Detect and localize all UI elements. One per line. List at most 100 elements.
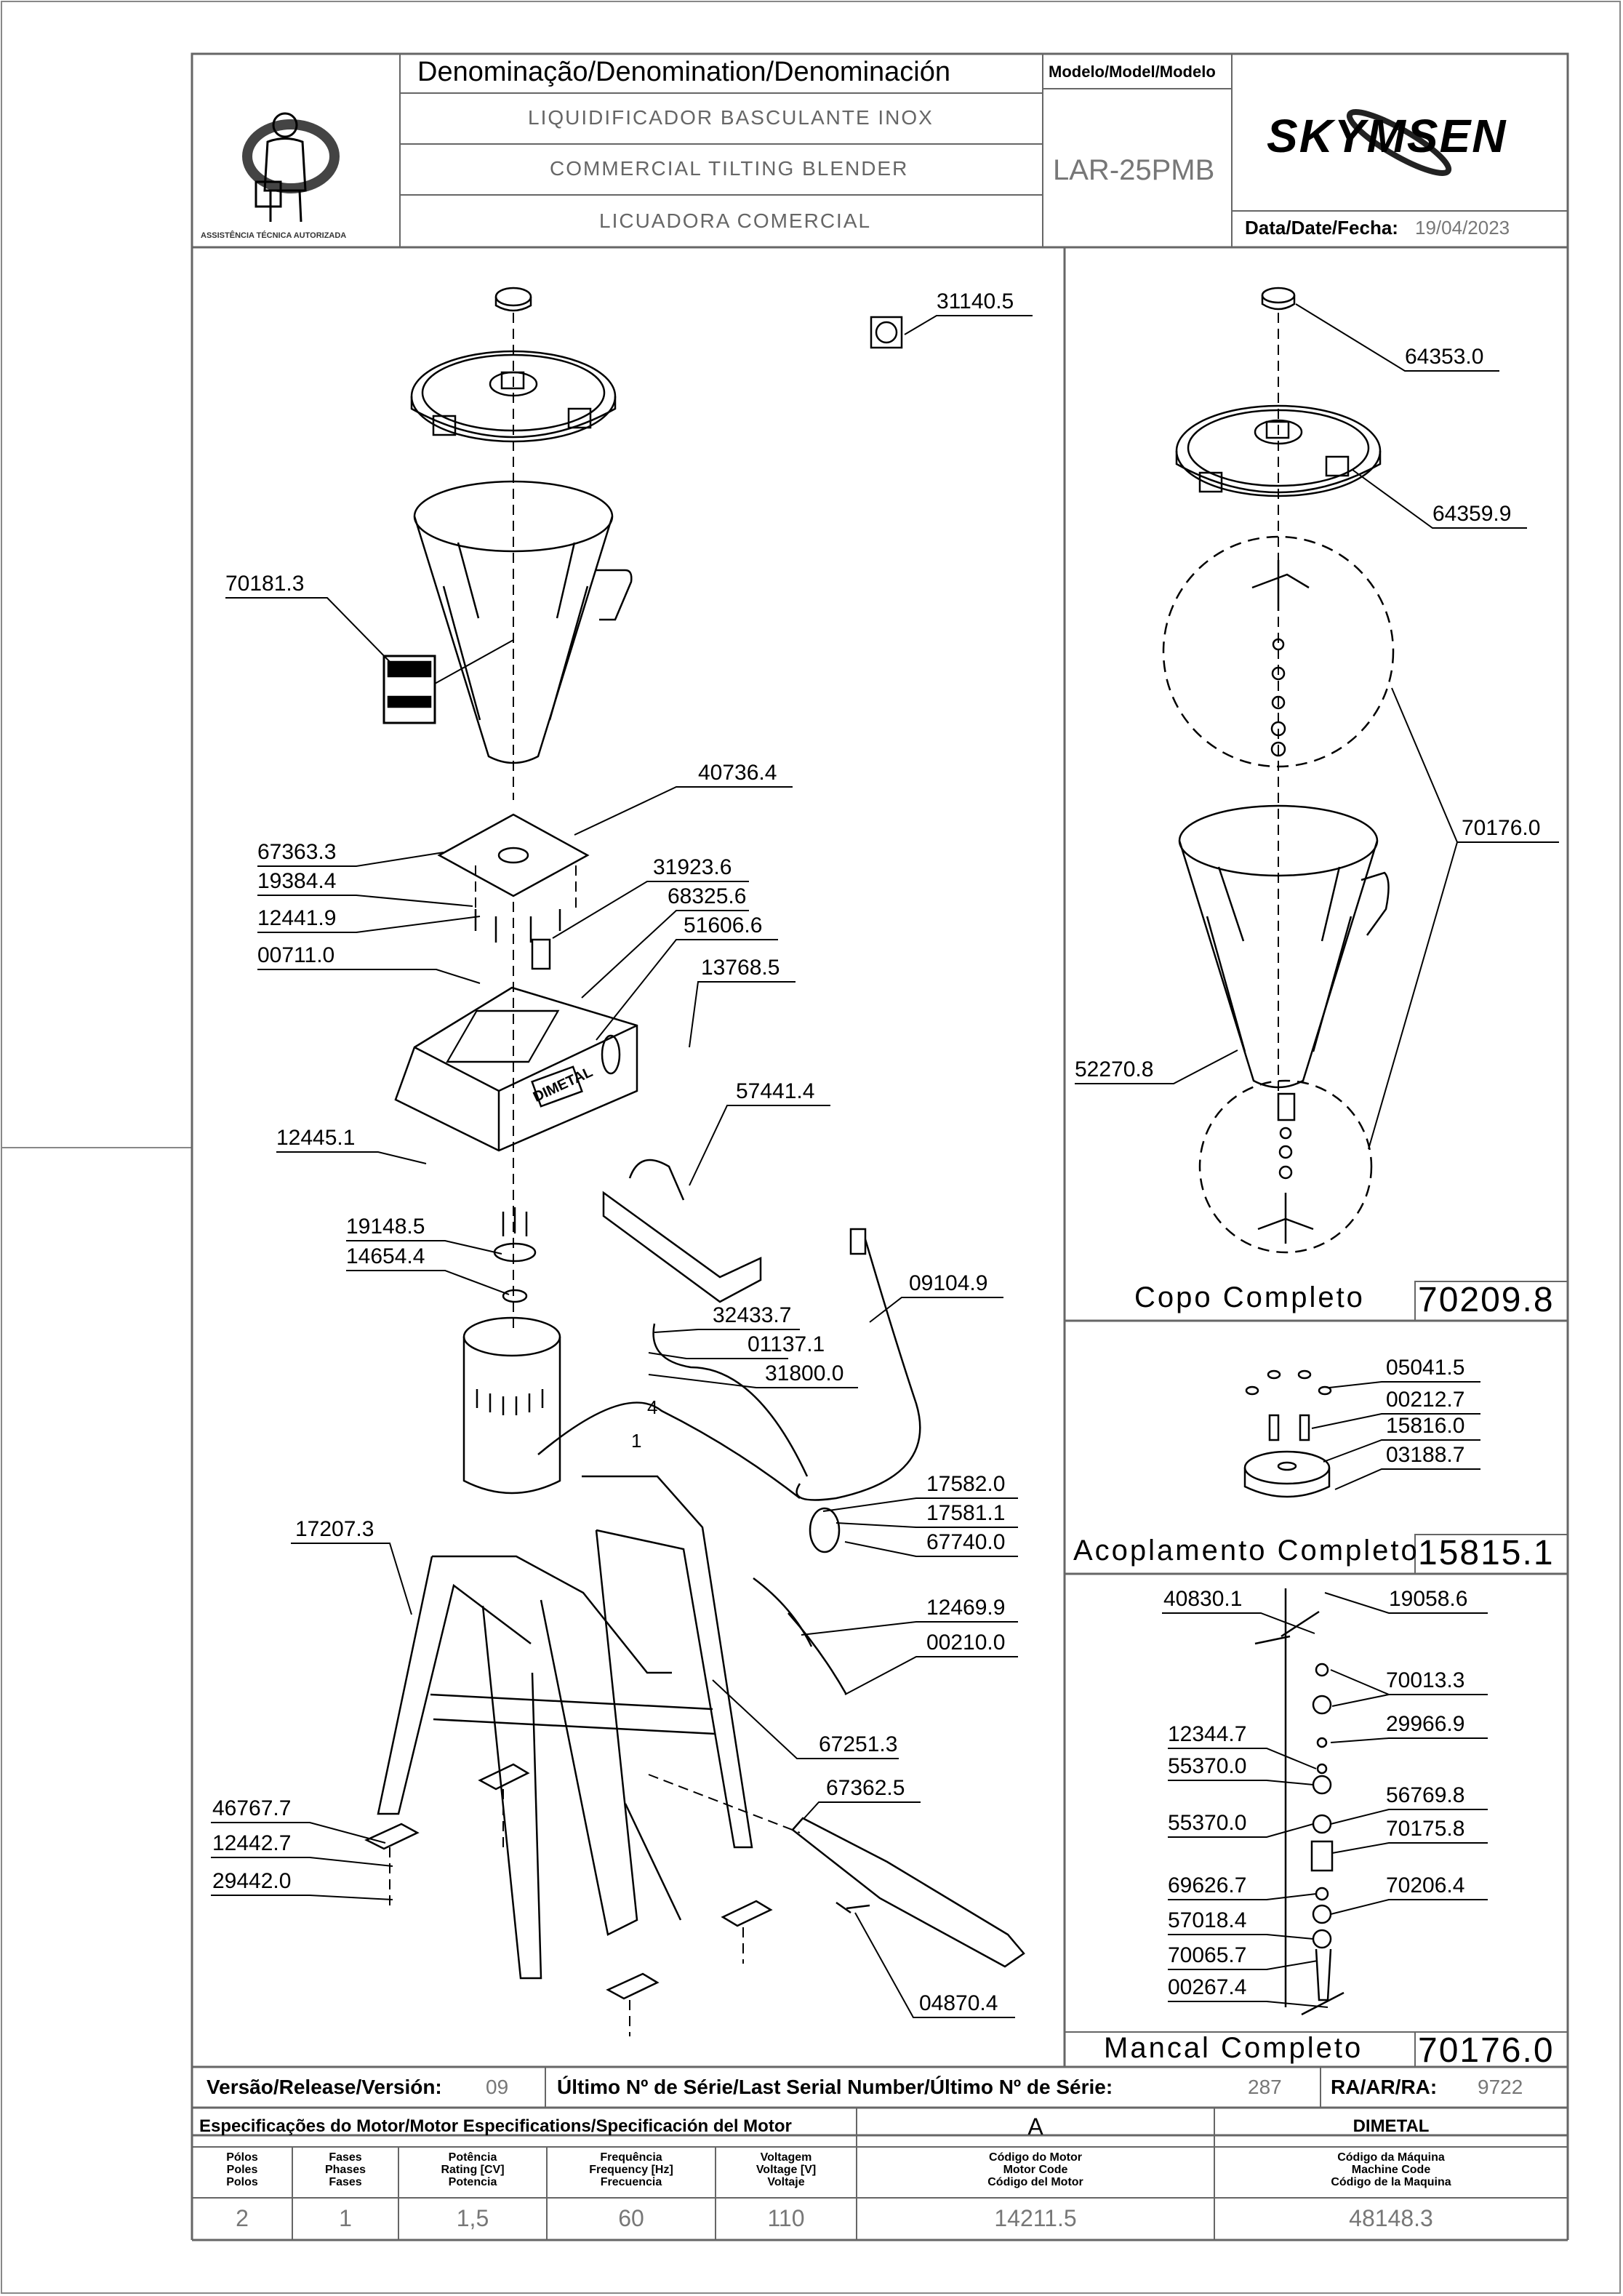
part-code: 01137.1 — [748, 1332, 825, 1356]
assembly-name: Acoplamento Completo — [1073, 1535, 1419, 1567]
part-code: 04870.4 — [919, 1991, 998, 2015]
part-code: 67740.0 — [926, 1530, 1006, 1554]
part-code: 46767.7 — [212, 1796, 292, 1820]
assembly-name: Mancal Completo — [1104, 2032, 1363, 2064]
acoplamento-drawing — [1243, 1369, 1332, 1498]
part-code: 70065.7 — [1168, 1943, 1247, 1967]
motor-maker: DIMETAL — [1352, 2116, 1430, 2136]
part-code: 13768.5 — [701, 956, 780, 980]
part-code: 12442.7 — [212, 1831, 292, 1855]
assembly-code: 15815.1 — [1418, 1534, 1555, 1572]
part-code: 64353.0 — [1405, 345, 1484, 369]
part-code: 17582.0 — [926, 1472, 1006, 1496]
part-code: 55370.0 — [1168, 1811, 1247, 1835]
part-code: 52270.8 — [1075, 1057, 1154, 1081]
part-code: 29442.0 — [212, 1869, 292, 1893]
part-code: 00711.0 — [257, 943, 335, 967]
part-code: 19148.5 — [346, 1215, 425, 1239]
wire-label: 1 — [631, 1430, 642, 1452]
part-code: 12344.7 — [1168, 1722, 1247, 1746]
spec-value-voltage: 110 — [767, 2205, 805, 2231]
spec-value-frequency: 60 — [618, 2205, 644, 2231]
part-code: 12469.9 — [926, 1596, 1006, 1620]
date-label: Data/Date/Fecha: — [1245, 217, 1398, 239]
part-code: 70175.8 — [1386, 1817, 1465, 1841]
part-code: 29966.9 — [1386, 1712, 1465, 1736]
spec-title: Especificações do Motor/Motor Especifica… — [199, 2116, 792, 2136]
part-code: 17581.1 — [926, 1501, 1006, 1525]
part-code: 70176.0 — [1462, 816, 1541, 840]
motor-letter: A — [1027, 2113, 1043, 2140]
model-number: LAR-25PMB — [1053, 154, 1215, 186]
part-code: 17207.3 — [295, 1517, 374, 1541]
part-code: 69626.7 — [1168, 1873, 1247, 1897]
name-en: COMMERCIAL TILTING BLENDER — [550, 157, 909, 180]
part-code: 31800.0 — [765, 1361, 844, 1385]
spec-value-rating: 1,5 — [456, 2205, 489, 2231]
ra-value: 9722 — [1478, 2076, 1523, 2098]
part-code: 19384.4 — [257, 869, 337, 893]
name-pt: LIQUIDIFICADOR BASCULANTE INOX — [528, 106, 934, 129]
part-code: 70013.3 — [1386, 1668, 1465, 1692]
part-code: 57018.4 — [1168, 1908, 1247, 1932]
part-code: 09104.9 — [909, 1271, 988, 1295]
part-code: 70181.3 — [225, 572, 305, 596]
part-code: 51606.6 — [684, 913, 763, 937]
part-code: 05041.5 — [1386, 1356, 1465, 1380]
part-code: 19058.6 — [1389, 1587, 1468, 1611]
version-label: Versão/Release/Versión: — [207, 2076, 442, 2098]
part-code: 00267.4 — [1168, 1975, 1247, 1999]
mancal-drawing — [1254, 1588, 1345, 2016]
wire-label: 4 — [647, 1396, 658, 1418]
part-code: 14654.4 — [346, 1244, 425, 1268]
part-code: 40830.1 — [1163, 1587, 1243, 1611]
assembly-name: Copo Completo — [1134, 1281, 1365, 1313]
part-code: 03188.7 — [1386, 1443, 1465, 1467]
part-code: 70206.4 — [1386, 1873, 1465, 1897]
authorized-assistance-stamp — [242, 112, 340, 223]
name-es: LICUADORA COMERCIAL — [599, 209, 872, 232]
spec-value-motor-code: 14211.5 — [994, 2205, 1077, 2231]
part-code: 57441.4 — [736, 1079, 815, 1103]
serial-value: 287 — [1248, 2076, 1282, 2098]
version-value: 09 — [486, 2076, 509, 2098]
denomination-label: Denominação/Denomination/Denominación — [417, 57, 950, 87]
part-code: 40736.4 — [698, 761, 777, 785]
main-exploded-drawing — [364, 287, 1025, 2000]
serial-label: Último Nº de Série/Last Serial Number/Úl… — [557, 2076, 1113, 2098]
part-code: 31923.6 — [653, 855, 732, 879]
part-code: 55370.0 — [1168, 1754, 1247, 1778]
part-code: 00210.0 — [926, 1631, 1006, 1655]
assembly-code: 70176.0 — [1418, 2031, 1555, 2070]
part-code: 32433.7 — [713, 1303, 792, 1327]
part-code: 12441.9 — [257, 906, 337, 930]
part-code: 64359.9 — [1432, 502, 1512, 526]
part-code: 68325.6 — [668, 884, 747, 908]
spec-value-poles: 2 — [236, 2205, 249, 2231]
part-code: 31140.5 — [937, 289, 1014, 313]
part-code: 15816.0 — [1386, 1414, 1465, 1438]
date-value: 19/04/2023 — [1415, 217, 1510, 239]
part-code: 00212.7 — [1386, 1388, 1465, 1412]
assembly-code: 70209.8 — [1418, 1281, 1555, 1319]
stamp-text: ASSISTÊNCIA TÉCNICA AUTORIZADA — [201, 231, 347, 240]
part-code: 67362.5 — [826, 1776, 905, 1800]
part-code: 67363.3 — [257, 840, 337, 864]
part-code: 67251.3 — [819, 1732, 898, 1756]
skymsen-logo — [1346, 109, 1452, 176]
ra-label: RA/AR/RA: — [1331, 2076, 1438, 2098]
spec-value-machine-code: 48148.3 — [1349, 2205, 1433, 2231]
model-label: Modelo/Model/Modelo — [1049, 63, 1216, 81]
brand-name: SKYMSEN — [1267, 110, 1507, 162]
part-code: 56769.8 — [1386, 1783, 1465, 1807]
part-code: 12445.1 — [276, 1126, 356, 1150]
spec-value-phases: 1 — [339, 2205, 352, 2231]
